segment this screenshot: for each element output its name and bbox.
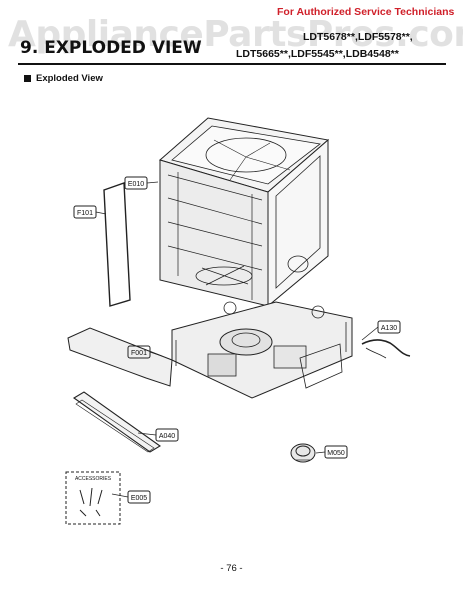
watermark: AppliancePartsPros.com xyxy=(8,14,463,55)
model-list-line-2: LDT5665**,LDF5545**,LDB4548** xyxy=(236,48,399,60)
bracket-part xyxy=(67,327,173,387)
callout-m050-box xyxy=(324,445,348,459)
callout-a130: A130 xyxy=(381,325,397,332)
callout-a040: A040 xyxy=(159,433,175,440)
callout-f101: F101 xyxy=(77,210,93,217)
hose-part xyxy=(361,339,411,357)
page-number: - 76 - xyxy=(220,563,243,574)
model-list-line-1: LDT5678**,LDF5578**, xyxy=(303,31,413,43)
section-title: 9. EXPLODED VIEW xyxy=(20,38,202,58)
tub-assembly xyxy=(158,117,330,308)
callout-e005-box xyxy=(127,490,151,504)
accessories-label: ACCESSORIES xyxy=(75,476,112,482)
callout-a040-box xyxy=(155,428,179,442)
front-panel-part xyxy=(72,391,162,453)
callout-m050: M050 xyxy=(327,450,345,457)
callout-e010: E010 xyxy=(128,181,144,188)
callout-f101-box xyxy=(73,205,97,219)
callout-e010-box xyxy=(124,176,148,190)
service-note: For Authorized Service Technicians xyxy=(277,6,455,18)
motor-part xyxy=(290,443,316,463)
callout-f001: F001 xyxy=(131,350,147,357)
square-bullet-icon xyxy=(24,75,31,82)
base-assembly xyxy=(171,301,353,399)
callout-a130-box xyxy=(377,320,401,334)
subheading: Exploded View xyxy=(36,73,103,84)
accessories-box xyxy=(65,471,121,525)
callout-f001-box xyxy=(127,345,151,359)
header-rule xyxy=(18,63,446,65)
door-gasket-part xyxy=(103,182,131,307)
callout-e005: E005 xyxy=(131,495,147,502)
